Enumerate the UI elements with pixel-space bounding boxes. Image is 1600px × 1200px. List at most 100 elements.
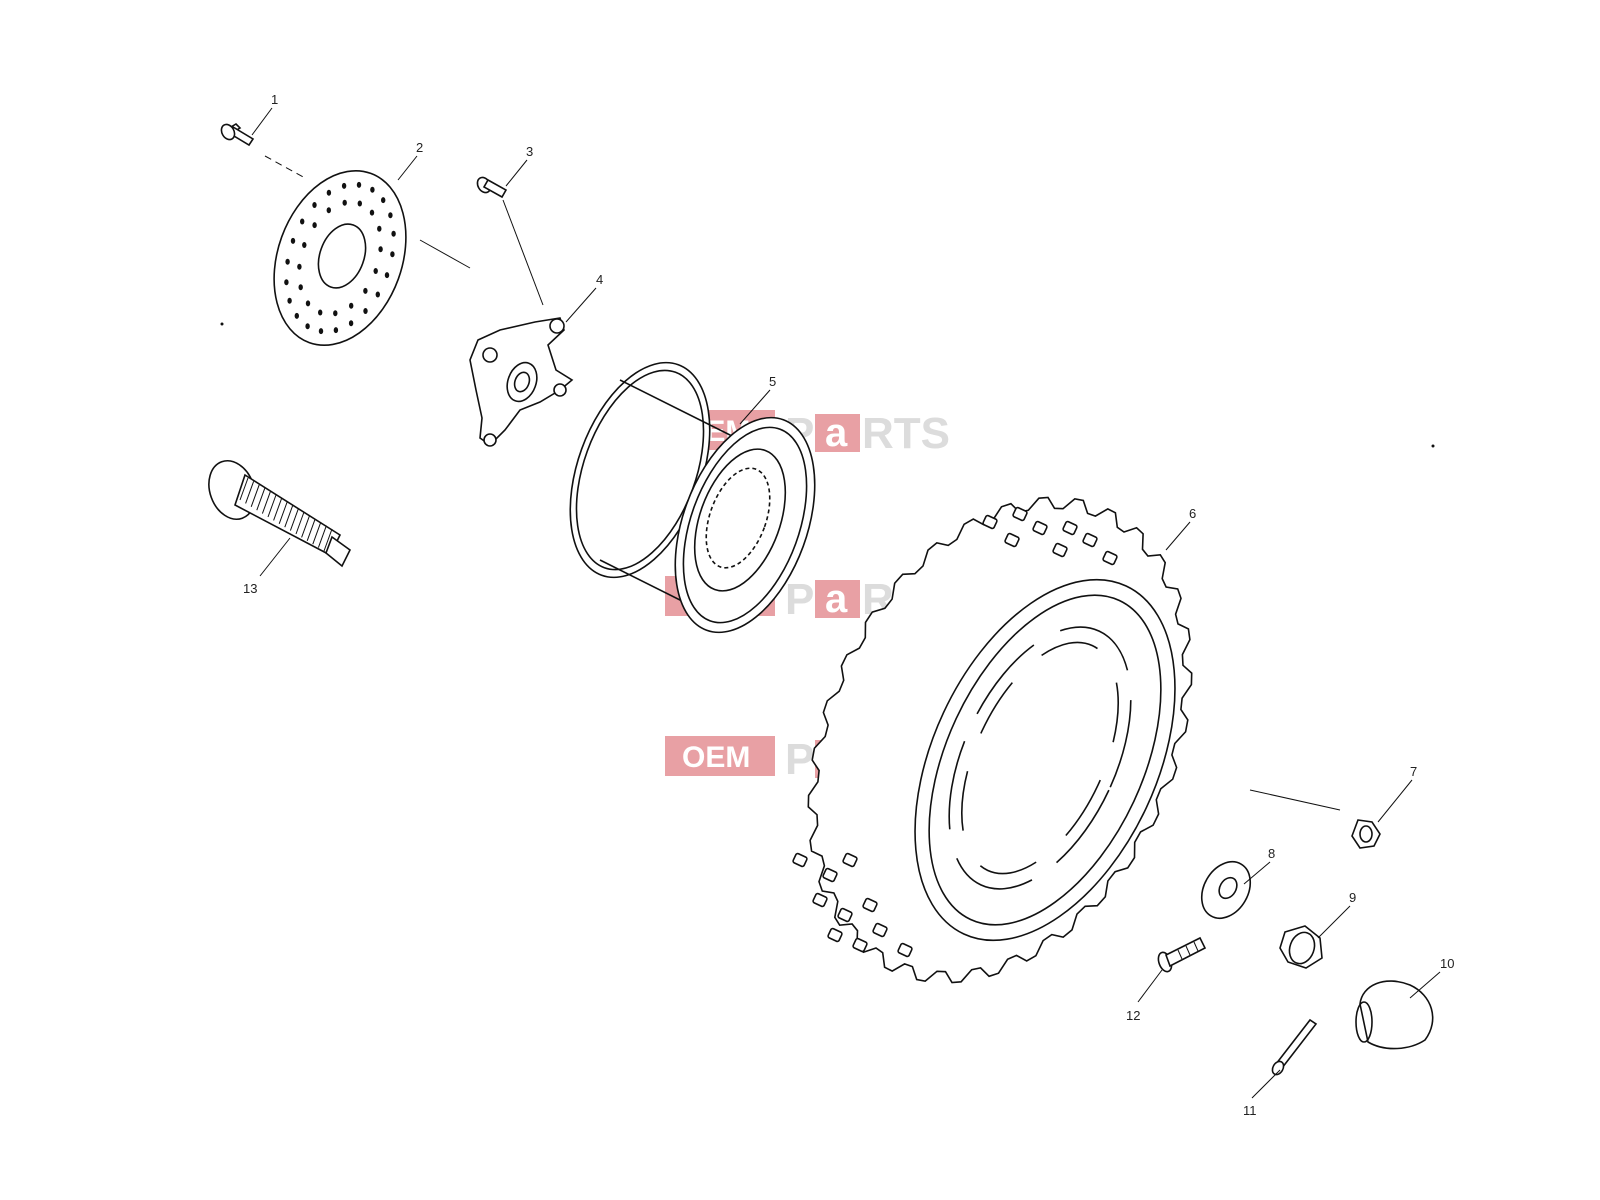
- tread-lug: [1012, 506, 1028, 522]
- svg-text:OEM: OEM: [682, 741, 750, 774]
- part-10-cap: [1355, 980, 1434, 1050]
- disc-hole: [298, 284, 303, 291]
- disc-hole: [342, 199, 347, 206]
- tread-lug: [792, 852, 808, 868]
- part-13-axle: [208, 460, 352, 568]
- axle-spline: [295, 511, 305, 535]
- part-7-lug-nut: [1351, 819, 1381, 849]
- callout-2: 2: [397, 140, 423, 181]
- tread-lug: [1062, 520, 1078, 536]
- svg-text:11: 11: [1243, 1103, 1257, 1118]
- axle-spline: [250, 484, 260, 507]
- axle-spline: [323, 528, 333, 552]
- callout-13: 13: [243, 537, 291, 596]
- axle-spline: [256, 488, 266, 511]
- disc-hole: [326, 207, 331, 214]
- disc-hole: [312, 202, 317, 208]
- disc-hole: [375, 291, 380, 298]
- tread-lug: [842, 852, 858, 868]
- tread-lug: [822, 867, 838, 883]
- axle-spline: [245, 481, 255, 504]
- disc-hole: [363, 308, 368, 314]
- disc-hole: [348, 320, 354, 327]
- tread-lug: [812, 892, 828, 908]
- svg-text:1: 1: [271, 92, 278, 107]
- part-2-brake-disc: [273, 170, 407, 346]
- tread-lug: [872, 922, 888, 938]
- disc-hole: [363, 287, 368, 294]
- tread-lug: [837, 907, 853, 923]
- disc-hole: [318, 309, 323, 316]
- axle-spline: [317, 525, 327, 548]
- svg-text:a: a: [825, 411, 848, 455]
- disc-hole: [294, 312, 299, 319]
- disc-hole: [370, 186, 375, 193]
- disc-hole: [305, 323, 310, 330]
- disc-hole: [318, 328, 324, 335]
- callout-9: 9: [1317, 890, 1356, 939]
- disc-hole: [290, 237, 296, 244]
- part-11-cotter-pin: [1271, 1018, 1318, 1076]
- tread-lug: [1004, 532, 1020, 548]
- tread-lug: [862, 897, 878, 913]
- svg-text:6: 6: [1189, 506, 1196, 521]
- part-12-valve-stem: [1157, 936, 1207, 973]
- axle-spline: [267, 494, 277, 518]
- part-8-washer: [1200, 860, 1252, 920]
- part-1-bolt: [220, 122, 255, 147]
- tread-lug: [1032, 520, 1048, 536]
- disc-hole: [341, 182, 347, 189]
- callout-11: 11: [1243, 1069, 1281, 1118]
- disc-hole: [287, 297, 292, 304]
- callout-8: 8: [1243, 846, 1275, 885]
- callout-3: 3: [505, 144, 533, 187]
- disc-hole: [302, 242, 307, 248]
- axle-spline: [289, 508, 299, 531]
- tread-lug: [1052, 542, 1068, 558]
- svg-text:4: 4: [596, 272, 603, 287]
- callout-1: 1: [251, 92, 278, 136]
- svg-text:a: a: [825, 577, 848, 621]
- disc-hole: [384, 272, 390, 279]
- part-5-rim: [569, 361, 816, 634]
- disc-hole: [333, 327, 339, 334]
- axle-spline: [312, 522, 322, 545]
- tread-lug: [852, 937, 868, 953]
- disc-hole: [284, 279, 289, 286]
- svg-text:13: 13: [243, 581, 257, 596]
- svg-text:8: 8: [1268, 846, 1275, 861]
- disc-hole: [285, 258, 290, 265]
- part-9-axle-nut: [1279, 925, 1323, 969]
- disc-hole: [357, 200, 362, 207]
- disc-hole: [300, 218, 305, 225]
- disc-hole: [369, 209, 375, 216]
- svg-text:10: 10: [1440, 956, 1454, 971]
- tread-lug: [1082, 532, 1098, 548]
- disc-hole: [381, 197, 386, 204]
- disc-hole: [305, 300, 311, 307]
- tread-lug: [827, 927, 843, 943]
- disc-hole: [349, 302, 354, 309]
- axle-spline: [273, 498, 283, 521]
- tread-lug: [982, 514, 998, 530]
- callout-7: 7: [1377, 764, 1417, 823]
- disc-hole: [312, 222, 317, 229]
- callout-10: 10: [1409, 956, 1454, 999]
- disc-hole: [388, 212, 393, 219]
- svg-text:P: P: [785, 735, 814, 784]
- svg-text:3: 3: [526, 144, 533, 159]
- svg-text:9: 9: [1349, 890, 1356, 905]
- axle-spline: [284, 505, 294, 528]
- part-4-hub: [469, 317, 574, 447]
- disc-hole: [373, 268, 378, 274]
- axle-spline: [278, 501, 288, 524]
- svg-text:7: 7: [1410, 764, 1417, 779]
- disc-hole: [377, 225, 382, 232]
- disc-hole: [391, 230, 396, 237]
- disc-hole: [333, 310, 338, 317]
- svg-text:2: 2: [416, 140, 423, 155]
- axle-spline: [261, 491, 271, 514]
- disc-hole: [326, 189, 332, 196]
- disc-hole: [390, 251, 395, 258]
